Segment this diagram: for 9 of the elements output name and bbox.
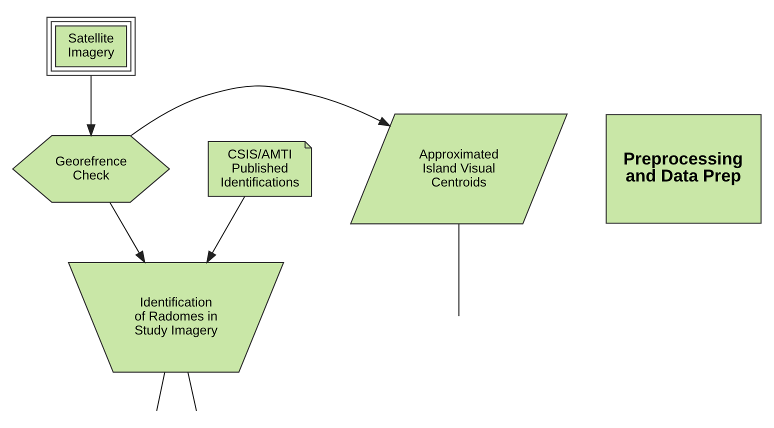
arrow: [130, 84, 392, 136]
connector: [458, 224, 460, 316]
arrow: [86, 75, 96, 137]
arrow: [206, 196, 246, 264]
node-box: Preprocessing and Data Prep: [606, 114, 762, 224]
arrow: [109, 202, 146, 264]
node-box: Satellite Imagery: [46, 16, 136, 76]
connector: [156, 372, 166, 410]
connector: [187, 372, 197, 410]
